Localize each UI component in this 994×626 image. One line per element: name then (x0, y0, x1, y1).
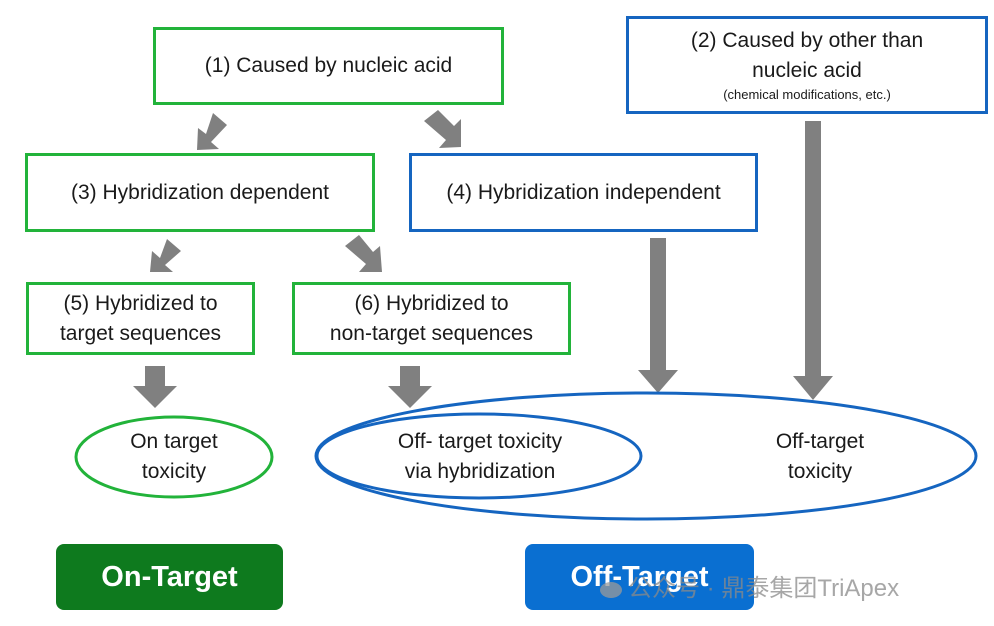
arrow-2-to-off-target (793, 121, 833, 400)
box-hybridized-non-target: (6) Hybridized to non-target sequences (292, 282, 571, 355)
box-6-line1: (6) Hybridized to (354, 291, 509, 315)
arrow-1-to-4 (424, 110, 461, 148)
box-2-line1: (2) Caused by other than (690, 29, 924, 52)
box-2-note: (chemical modifications, etc.) (723, 87, 891, 102)
box-hybridization-independent: (4) Hybridization independent (409, 153, 758, 232)
off-target-toxicity-label: Off-target toxicity (730, 425, 910, 489)
off-target-badge: Off-Target (525, 544, 754, 610)
box-1-text: (1) Caused by nucleic acid (204, 54, 453, 77)
arrow-3-to-5 (150, 239, 181, 272)
box-caused-by-nucleic-acid: (1) Caused by nucleic acid (153, 27, 504, 105)
on-target-badge: On-Target (56, 544, 283, 610)
off-target-line2: toxicity (787, 460, 853, 483)
arrow-6-to-off-hybrid (388, 366, 432, 408)
box-3-text: (3) Hybridization dependent (71, 180, 329, 204)
box-hybridized-target: (5) Hybridized to target sequences (26, 282, 255, 355)
on-target-line2: toxicity (141, 460, 207, 483)
arrow-3-to-6 (345, 235, 382, 272)
box-4-text: (4) Hybridization independent (446, 180, 721, 204)
off-target-line1: Off-target (775, 430, 865, 453)
arrow-1-to-3 (197, 113, 227, 150)
on-target-line1: On target (130, 430, 218, 453)
arrow-4-to-off-target (638, 238, 678, 393)
watermark-text: 公众号 · 鼎泰集团TriApex (628, 575, 900, 602)
box-5-line1: (5) Hybridized to (63, 291, 218, 315)
arrow-5-to-on-target (133, 366, 177, 408)
wechat-icon (600, 581, 622, 598)
off-hybrid-line1: Off- target toxicity (397, 430, 563, 453)
box-caused-by-other: (2) Caused by other than nucleic acid (c… (626, 16, 988, 114)
on-target-toxicity-label: On target toxicity (80, 425, 268, 489)
box-hybridization-dependent: (3) Hybridization dependent (25, 153, 375, 232)
oval-on-target (74, 415, 274, 499)
box-6-line2: non-target sequences (329, 321, 534, 345)
off-target-hybrid-label: Off- target toxicity via hybridization (340, 425, 620, 489)
off-hybrid-line2: via hybridization (404, 460, 556, 483)
box-5-line2: target sequences (59, 321, 222, 345)
watermark: 公众号 · 鼎泰集团TriApex (600, 568, 899, 603)
oval-off-target-hybrid (315, 412, 643, 500)
box-2-line2: nucleic acid (752, 59, 862, 82)
